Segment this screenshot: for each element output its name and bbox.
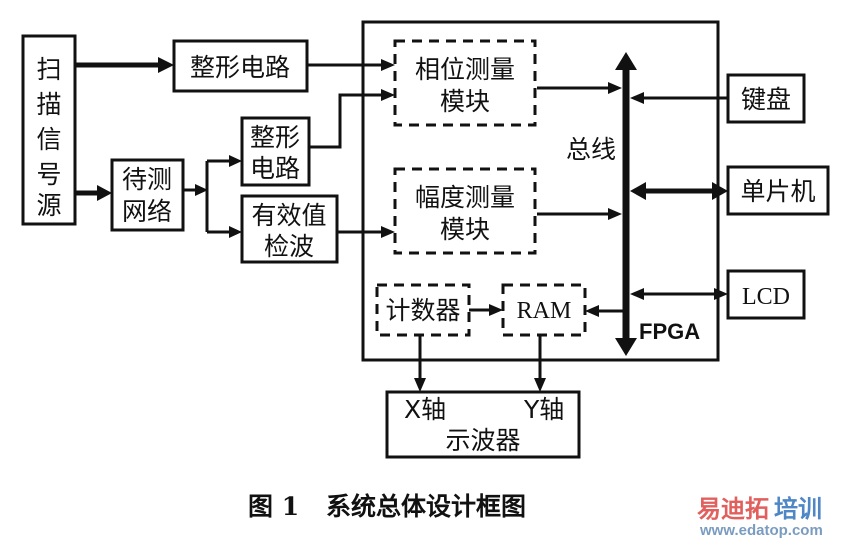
node-keyboard: 键盘 [726, 73, 806, 124]
watermark-url: www.edatop.com [699, 522, 823, 539]
svg-text:有效值: 有效值 [251, 201, 326, 230]
svg-text:X轴: X轴 [404, 395, 446, 424]
edge-phase-to-bus [537, 82, 622, 94]
svg-text:检波: 检波 [264, 232, 314, 261]
svg-text:电路: 电路 [250, 154, 300, 183]
svg-text:Y轴: Y轴 [523, 395, 564, 424]
edge-amplitude-to-bus [537, 208, 622, 220]
node-scan-source: 扫 描 信 号 源 [21, 34, 77, 226]
edge-source-to-shaping-top [75, 57, 174, 73]
edge-ram-to-y-axis [534, 335, 546, 392]
svg-text:RAM: RAM [517, 298, 572, 324]
watermark: 易迪拓 培训 www.edatop.com [697, 495, 823, 539]
edge-shaping-mid-to-phase [309, 89, 395, 149]
svg-text:整形: 整形 [250, 123, 300, 152]
edge-bus-to-ram [585, 305, 623, 317]
svg-text:号: 号 [36, 160, 61, 189]
edge-keyboard-to-bus [630, 92, 728, 104]
edge-network-split [183, 161, 209, 232]
svg-text:描: 描 [36, 90, 61, 119]
svg-text:源: 源 [36, 191, 61, 220]
edge-counter-to-ram [469, 304, 503, 316]
svg-text:LCD: LCD [742, 284, 790, 310]
svg-text:网络: 网络 [122, 197, 172, 226]
figure-number: 图 1 [248, 492, 299, 521]
node-network-under-test: 待测 网络 [110, 158, 185, 232]
figure-caption: 图 1 系统总体设计框图 [248, 492, 526, 521]
edge-lcd-bus [630, 288, 728, 300]
node-amplitude-measurement-module: 幅度测量 模块 [393, 167, 537, 255]
edge-network-to-rms [207, 226, 242, 238]
node-mcu: 单片机 [726, 165, 830, 216]
svg-text:幅度测量: 幅度测量 [415, 183, 515, 212]
node-phase-measurement-module: 相位测量 模块 [393, 39, 537, 127]
svg-text:模块: 模块 [440, 87, 490, 116]
svg-text:待测: 待测 [122, 165, 172, 194]
svg-text:模块: 模块 [440, 215, 490, 244]
svg-text:整形电路: 整形电路 [190, 53, 290, 82]
svg-text:单片机: 单片机 [740, 177, 815, 206]
node-lcd: LCD [726, 269, 806, 320]
figure-title: 系统总体设计框图 [326, 492, 526, 521]
node-shaping-circuit-top: 整形电路 [172, 39, 309, 93]
node-rms-detection: 有效值 检波 [240, 194, 339, 264]
bus-arrow-down [615, 338, 637, 356]
bus-label: 总线 [566, 135, 616, 164]
watermark-brand-blue: 培训 [774, 495, 822, 523]
edge-source-to-network [75, 185, 112, 201]
edge-counter-to-x-axis [414, 335, 426, 392]
svg-text:示波器: 示波器 [445, 426, 520, 455]
edge-shaping-top-to-phase [307, 59, 395, 71]
svg-text:键盘: 键盘 [741, 85, 791, 114]
svg-text:相位测量: 相位测量 [415, 55, 515, 84]
node-oscilloscope: X轴 Y轴 示波器 [385, 390, 581, 459]
watermark-brand-red: 易迪拓 [697, 495, 769, 523]
node-counter: 计数器 [375, 283, 471, 337]
edge-mcu-bus [630, 182, 728, 200]
fpga-label: FPGA [639, 319, 700, 344]
svg-text:信: 信 [36, 125, 61, 154]
node-ram: RAM [501, 283, 587, 337]
svg-text:计数器: 计数器 [385, 296, 460, 325]
edge-network-to-shaping-mid [207, 155, 242, 167]
svg-text:扫: 扫 [36, 55, 61, 84]
node-shaping-circuit-mid: 整形 电路 [240, 116, 311, 187]
bus-arrow-up [615, 52, 637, 70]
edge-rms-to-amplitude [337, 226, 395, 238]
